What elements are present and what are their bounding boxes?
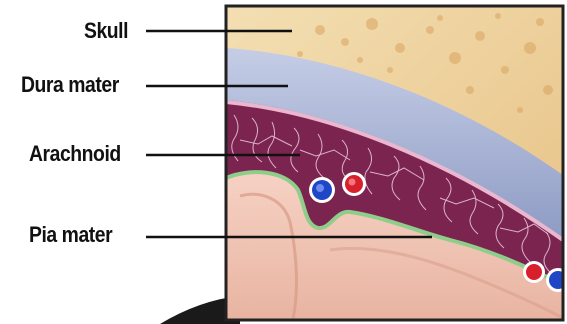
label-pia-mater: Pia mater: [29, 222, 112, 248]
label-skull: Skull: [84, 18, 128, 44]
artery-icon-2: [523, 261, 545, 283]
vein-icon: [309, 177, 335, 203]
label-arachnoid: Arachnoid: [29, 141, 121, 167]
label-dura-mater: Dura mater: [21, 72, 119, 98]
artery-icon: [342, 172, 366, 196]
layer-labels: Skull Dura mater Arachnoid Pia mater: [0, 0, 230, 324]
